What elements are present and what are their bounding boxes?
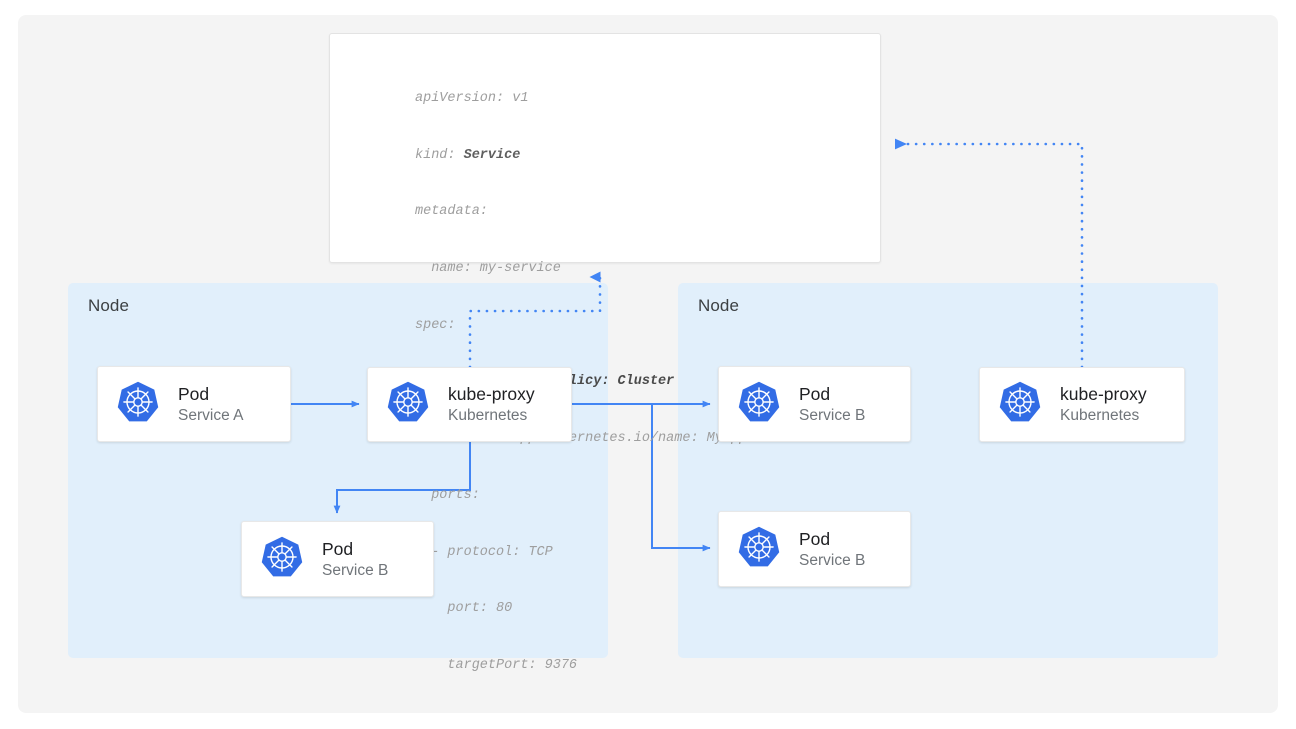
yaml-line-metadata-name: name: my-service [415,260,561,276]
yaml-line-protocol: - protocol: TCP [415,544,553,560]
kubernetes-icon [737,525,781,574]
pod-service-a-text: Pod Service A [178,383,243,426]
yaml-line-ports: ports: [415,487,480,503]
kubernetes-icon [386,380,430,429]
kube-proxy-right-text: kube-proxy Kubernetes [1060,383,1147,426]
pod-service-b-remote-2-title: Pod [799,528,831,549]
node-right-container: Node [678,283,1218,658]
pod-service-b-local-box[interactable]: Pod Service B [241,521,434,597]
pod-service-b-remote-1-text: Pod Service B [799,383,865,426]
kubernetes-icon [998,380,1042,429]
yaml-line-port: port: 80 [415,601,513,617]
kubernetes-icon [116,380,160,429]
pod-service-b-remote-2-subtitle: Service B [799,551,866,569]
pod-service-b-remote-1-title: Pod [799,383,831,404]
service-manifest-card: apiVersion: v1 kind: Service metadata: n… [329,33,881,673]
kubernetes-icon [260,535,304,584]
kube-proxy-right-title: kube-proxy [1060,384,1147,404]
kube-proxy-left-text: kube-proxy Kubernetes [448,383,535,426]
kube-proxy-left-box[interactable]: kube-proxy Kubernetes [367,367,572,442]
kube-proxy-right-box[interactable]: kube-proxy Kubernetes [979,367,1185,442]
pod-service-b-remote-1-subtitle: Service B [799,406,866,424]
node-left-label: Node [88,296,130,315]
kubernetes-icon [737,380,781,429]
pod-service-a-subtitle: Service A [178,406,244,424]
pod-service-b-local-subtitle: Service B [322,561,389,579]
yaml-line-metadata: metadata: [415,204,488,220]
pod-service-b-remote-2-box[interactable]: Pod Service B [718,511,911,587]
pod-service-a-box[interactable]: Pod Service A [97,366,291,442]
yaml-line-targetport: targetPort: 9376 [415,658,578,673]
node-right-label: Node [698,296,740,315]
pod-service-a-title: Pod [178,383,210,404]
yaml-line-spec: spec: [415,317,456,333]
kube-proxy-left-title: kube-proxy [448,384,535,404]
kube-proxy-right-subtitle: Kubernetes [1060,407,1140,424]
pod-service-b-local-text: Pod Service B [322,538,388,581]
pod-service-b-local-title: Pod [322,538,354,559]
pod-service-b-remote-1-box[interactable]: Pod Service B [718,366,911,442]
pod-service-b-remote-2-text: Pod Service B [799,528,865,571]
kube-proxy-left-subtitle: Kubernetes [448,407,528,424]
yaml-line-kind: kind: Service [415,147,521,163]
yaml-line-apiversion: apiVersion: v1 [415,90,529,106]
yaml-kind-value: Service [463,147,521,163]
